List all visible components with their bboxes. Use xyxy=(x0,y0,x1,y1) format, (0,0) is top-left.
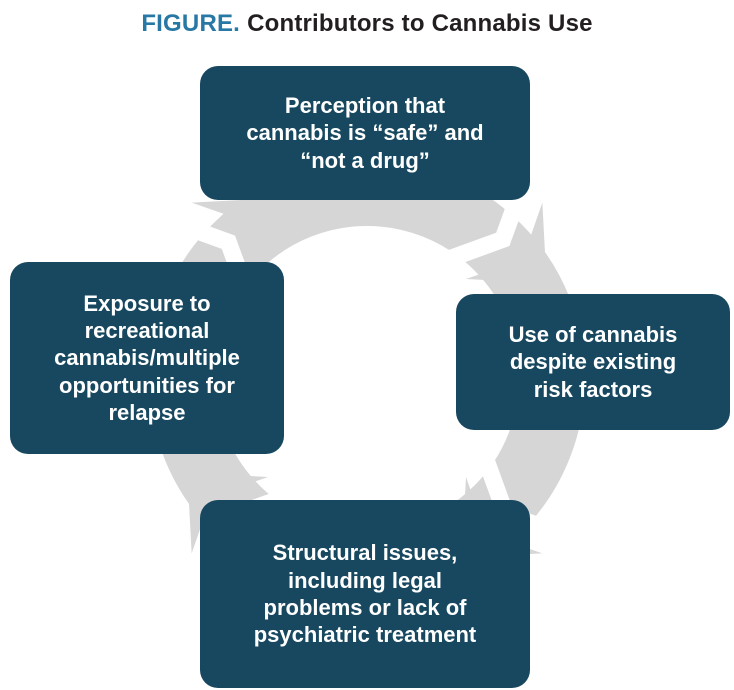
arrow-chevron-icon xyxy=(187,472,269,554)
node-structural-issues-label: Structural issues, including legal probl… xyxy=(253,540,477,648)
node-use-despite-risk: Use of cannabis despite existing risk fa… xyxy=(456,294,730,430)
node-use-despite-risk-label: Use of cannabis despite existing risk fa… xyxy=(508,322,678,402)
figure-label: FIGURE. xyxy=(141,10,241,37)
node-perception-safe-label: Perception that cannabis is “safe” and “… xyxy=(246,93,484,173)
node-exposure-relapse-label: Exposure to recreational cannabis/multip… xyxy=(54,290,240,425)
node-perception-safe: Perception that cannabis is “safe” and “… xyxy=(200,66,530,200)
arrow-chevron-icon xyxy=(465,202,547,284)
figure-title-text: Contributors to Cannabis Use xyxy=(247,10,593,37)
arrow-chevron-icon xyxy=(191,198,273,280)
node-exposure-relapse: Exposure to recreational cannabis/multip… xyxy=(10,262,284,454)
figure-title: FIGURE.Contributors to Cannabis Use xyxy=(0,10,734,38)
node-structural-issues: Structural issues, including legal probl… xyxy=(200,500,530,688)
